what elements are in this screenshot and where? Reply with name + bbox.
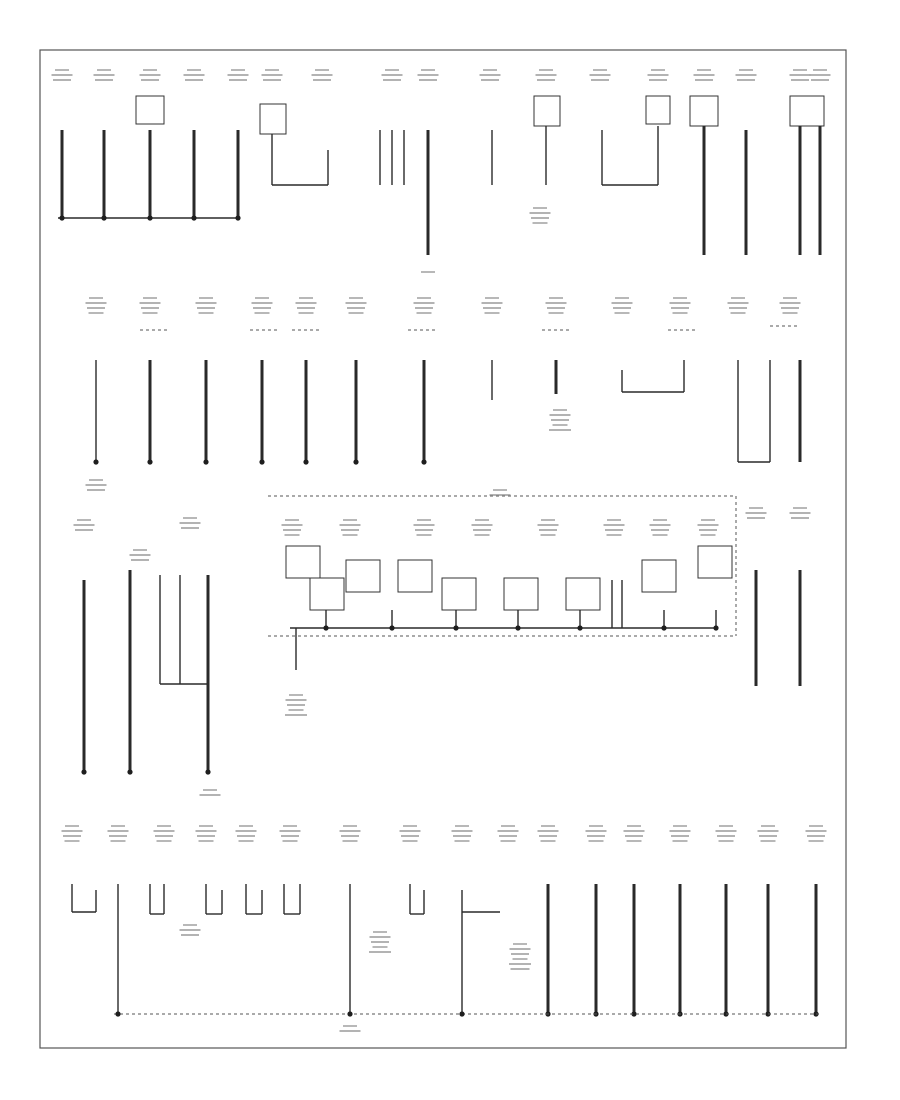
splice-point <box>459 1011 465 1017</box>
component-box <box>645 95 671 125</box>
component-box <box>697 545 733 579</box>
splice-point <box>101 215 107 221</box>
splice-point <box>453 625 459 631</box>
ground-row-2 <box>85 297 802 491</box>
component-box <box>789 95 825 127</box>
component-box <box>345 559 381 593</box>
ground-row-3 <box>73 489 811 796</box>
ground-row-4 <box>61 825 827 1032</box>
splice-point <box>127 769 133 775</box>
component-box <box>533 95 561 127</box>
component-box <box>135 95 165 125</box>
component-box <box>285 545 321 579</box>
splice-point <box>191 215 197 221</box>
splice-point <box>59 215 65 221</box>
component-box <box>565 577 601 611</box>
splice-point <box>421 459 427 465</box>
splice-point <box>147 459 153 465</box>
splice-point <box>577 625 583 631</box>
splice-point <box>147 215 153 221</box>
splice-point <box>323 625 329 631</box>
splice-point <box>389 625 395 631</box>
splice-point <box>661 625 667 631</box>
splice-point <box>235 215 241 221</box>
diagram-border <box>39 49 847 1049</box>
splice-point <box>259 459 265 465</box>
component-box <box>641 559 677 593</box>
splice-point <box>205 769 211 775</box>
splice-point <box>303 459 309 465</box>
splice-point <box>515 625 521 631</box>
component-box <box>397 559 433 593</box>
component-box <box>441 577 477 611</box>
splice-point <box>347 1011 353 1017</box>
splice-point <box>631 1011 637 1017</box>
ground-row-1 <box>51 69 831 273</box>
splice-point <box>115 1011 121 1017</box>
component-box <box>503 577 539 611</box>
component-box <box>309 577 345 611</box>
splice-point <box>353 459 359 465</box>
component-box <box>689 95 719 127</box>
component-box <box>259 103 287 135</box>
splice-point <box>203 459 209 465</box>
splice-point <box>81 769 87 775</box>
splice-point <box>713 625 719 631</box>
splice-point <box>93 459 99 465</box>
